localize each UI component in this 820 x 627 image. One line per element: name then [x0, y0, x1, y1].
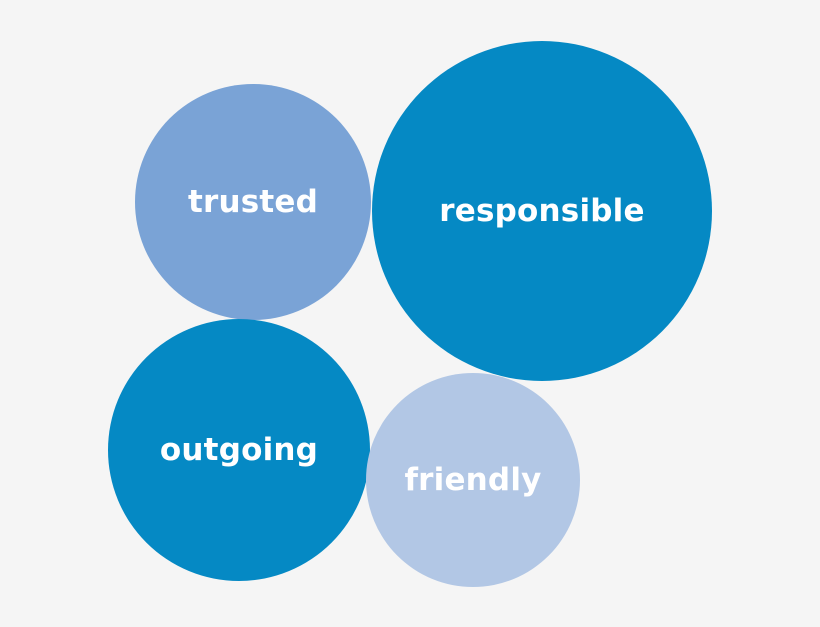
bubble-outgoing: outgoing [108, 319, 370, 581]
bubble-label: friendly [404, 462, 542, 498]
bubble-trusted: trusted [135, 84, 371, 320]
bubble-responsible: responsible [372, 41, 712, 381]
bubble-label: responsible [439, 193, 645, 229]
bubble-label: trusted [187, 184, 319, 220]
bubble-friendly: friendly [366, 373, 580, 587]
bubble-label: outgoing [159, 432, 319, 468]
